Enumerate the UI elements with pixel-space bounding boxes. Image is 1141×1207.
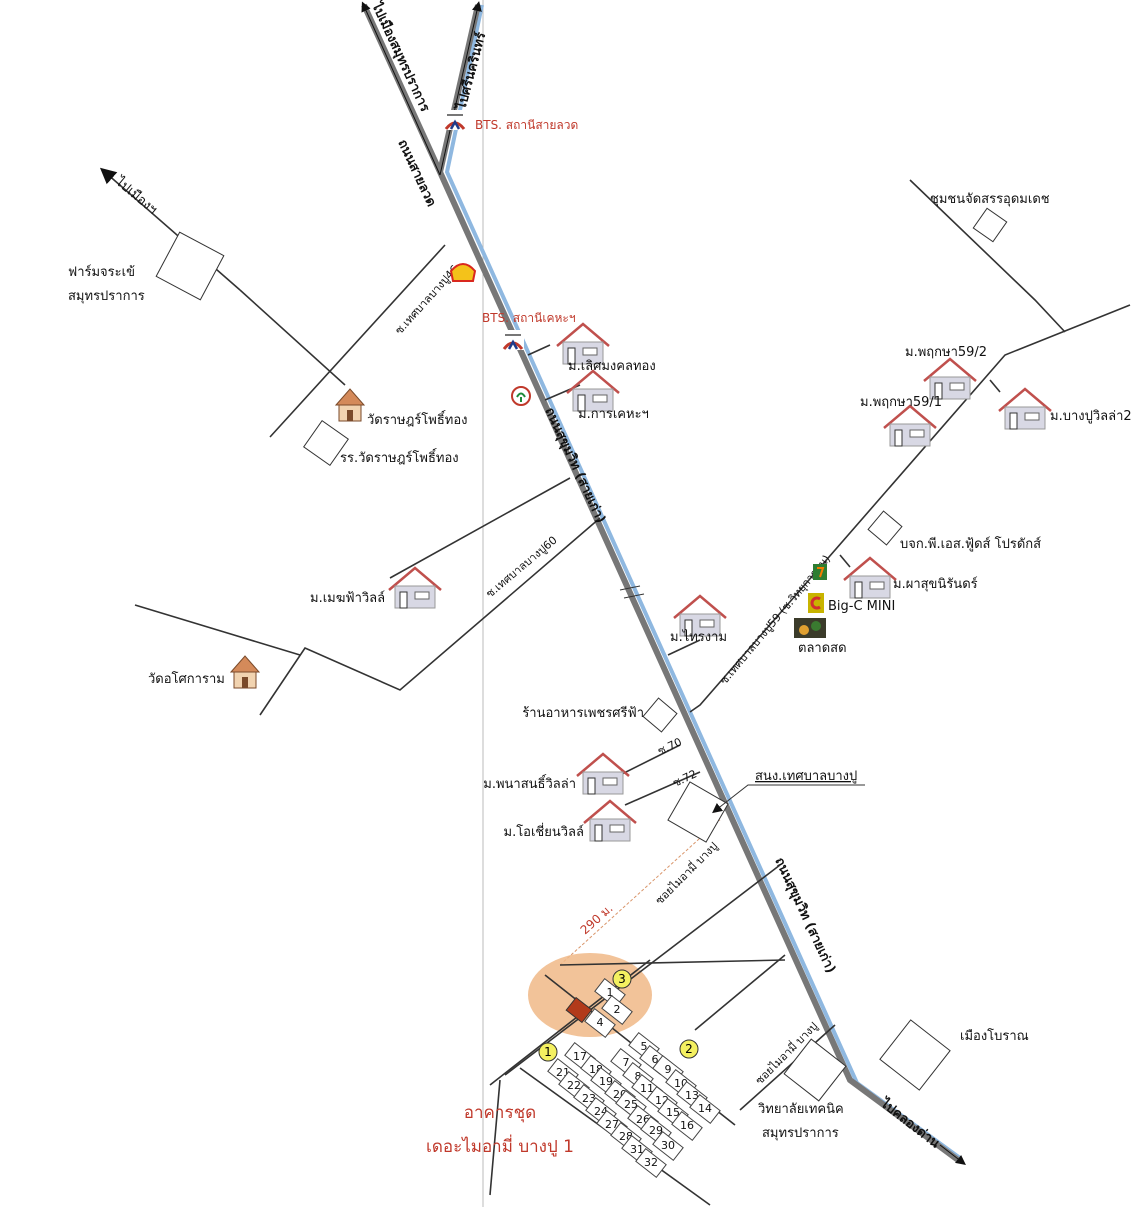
- unit-number: 27: [605, 1118, 619, 1131]
- unit-number: 30: [661, 1139, 675, 1152]
- tech-college-label-2: สมุทรปราการ: [762, 1126, 839, 1141]
- unit-number: 22: [567, 1079, 581, 1092]
- ancient-city-box: [879, 1019, 951, 1091]
- unit-number: 6: [652, 1053, 659, 1066]
- unit-cell: 14: [689, 1093, 721, 1125]
- unit-cell: 30: [652, 1130, 684, 1162]
- temple-icon: [335, 388, 365, 422]
- marker-2: 2: [679, 1039, 699, 1059]
- school-wat-rat-label: รร.วัดราษฎร์โพธิ์ทอง: [340, 448, 459, 466]
- restaurant-label: ร้านอาหารเพชรศรีฟ้า: [522, 705, 644, 721]
- bts-sai-luat-label: BTS. สถานีสายลวด: [475, 118, 578, 132]
- tech-college-box: [783, 1038, 847, 1102]
- project-title-1: อาคารชุด: [464, 1103, 536, 1123]
- ps-foods-label: บจก.พี.เอส.ฟู้ดส์ โปรดักส์: [900, 536, 1041, 552]
- unit-number: 4: [597, 1016, 604, 1029]
- wat-rat-label: วัดราษฎร์โพธิ์ทอง: [367, 410, 468, 428]
- marker-2-label: 2: [685, 1042, 693, 1056]
- place-labels: BTS. สถานีสายลวด BTS. สถานีเคหะฯ ฟาร์มจร…: [68, 118, 1132, 1141]
- marker-3-label: 3: [618, 972, 626, 986]
- house-icon: [555, 322, 611, 366]
- marker-3: 3: [612, 969, 632, 989]
- road-label-sukhumvit-1: ถนนสุขุมวิท (สายเก่า): [541, 405, 608, 525]
- shell-gas-station-icon: [449, 263, 477, 282]
- road-label-soi-60: ซ.เทศบาลบางปู60: [484, 534, 560, 601]
- municipal-box: [667, 781, 729, 843]
- kasikorn-bank-icon: [511, 386, 531, 406]
- pruksa-59-2-label: ม.พฤกษา59/2: [905, 345, 987, 360]
- croc-farm-label-1: ฟาร์มจระเข้: [68, 264, 135, 280]
- unit-number: 9: [665, 1063, 672, 1076]
- wat-asokaram-label: วัดอโศการาม: [148, 671, 225, 687]
- croc-farm-label-2: สมุทรปราการ: [68, 289, 145, 304]
- school-box: [303, 420, 349, 466]
- unit-number: 11: [640, 1082, 654, 1095]
- unit-number: 13: [685, 1089, 699, 1102]
- unit-number: 32: [644, 1156, 658, 1169]
- udomdet-box: [972, 207, 1008, 243]
- unit-number: 25: [624, 1098, 638, 1111]
- house-icon: [565, 369, 621, 413]
- unit-cell: 32: [635, 1147, 667, 1179]
- project-title-2: เดอะไมอามี่ บางปู 1: [426, 1134, 574, 1157]
- bangpu-villa-2-label: ม.บางปูวิลล่า2: [1050, 409, 1132, 424]
- bts-kheha-label: BTS. สถานีเคหะฯ: [482, 311, 576, 325]
- tech-college-label-1: วิทยาลัยเทคนิค: [757, 1102, 843, 1117]
- house-icon: [842, 556, 898, 600]
- ancient-city-label: เมืองโบราณ: [960, 1028, 1029, 1044]
- big-c-icon: [808, 593, 824, 613]
- sai-ngam-label: ม.ไทรงาม: [670, 629, 727, 645]
- market-label: ตลาดสด: [798, 641, 847, 656]
- road-label-to-khlong-dan: ไปคลองด่าน: [876, 1094, 943, 1152]
- unit-number: 8: [635, 1070, 642, 1083]
- unit-cell: 16: [671, 1110, 703, 1142]
- unit-number: 5: [641, 1040, 648, 1053]
- pasuk-label: ม.ผาสุขนิรันดร์: [893, 576, 978, 592]
- unit-number: 31: [630, 1143, 644, 1156]
- unit-cell: 2: [601, 994, 633, 1026]
- bts-station-icon: [500, 328, 526, 352]
- unit-cell: 4: [584, 1007, 616, 1039]
- ps-foods-box: [867, 510, 903, 546]
- main-roads: [361, 1, 966, 1166]
- panasol-label: ม.พนาสนธิ์วิลล่า: [483, 774, 576, 792]
- unit-number: 15: [666, 1106, 680, 1119]
- kheha-label: ม.การเคหะฯ: [578, 407, 649, 422]
- bts-station-icon: [442, 108, 468, 132]
- fresh-market-icon: [794, 618, 826, 638]
- house-icon: [997, 387, 1053, 431]
- unit-number: 2: [614, 1003, 621, 1016]
- unit-number: 29: [649, 1124, 663, 1137]
- unit-number: 1: [607, 986, 614, 999]
- unit-number: 7: [623, 1056, 630, 1069]
- seven-eleven-icon: [813, 564, 827, 580]
- road-label-to-mueang: ไปเมืองฯ: [112, 173, 161, 218]
- house-icon: [922, 357, 978, 401]
- pruksa-59-1-label: ม.พฤกษา59/1: [860, 395, 942, 410]
- udomdet-label: ชุมชนจัดสรรอุดมเดช: [930, 192, 1050, 207]
- temple-icon: [230, 655, 260, 689]
- mek-fah-label: ม.เมฆฟ้าวิลล์: [310, 590, 385, 606]
- house-icon: [882, 404, 938, 448]
- road-label-to-samut-prakan: ไปเมืองสมุทรปราการ: [368, 0, 434, 114]
- road-label-soi-70: ซ.70: [656, 735, 684, 757]
- house-icon: [575, 752, 631, 796]
- croc-farm-box: [155, 231, 225, 301]
- bigc-label: Big-C MINI: [828, 599, 895, 614]
- marker-1: 1: [538, 1042, 558, 1062]
- unit-number: 14: [698, 1102, 712, 1115]
- restaurant-box: [642, 697, 678, 733]
- lert-mongkol-label: ม.เลิศมงคลทอง: [568, 359, 656, 374]
- side-roads: [99, 167, 1131, 1111]
- marker-1-label: 1: [544, 1045, 552, 1059]
- unit-number: 19: [599, 1075, 613, 1088]
- distance-path: [559, 819, 721, 966]
- house-icon: [582, 799, 638, 843]
- building-icon: [565, 996, 593, 1024]
- municipal-label: สนง.เทศบาลบางปู: [755, 769, 857, 784]
- unit-number: 17: [573, 1050, 587, 1063]
- unit-number: 16: [680, 1119, 694, 1132]
- ocean-label: ม.โอเชี่ยนวิลล์: [504, 823, 585, 840]
